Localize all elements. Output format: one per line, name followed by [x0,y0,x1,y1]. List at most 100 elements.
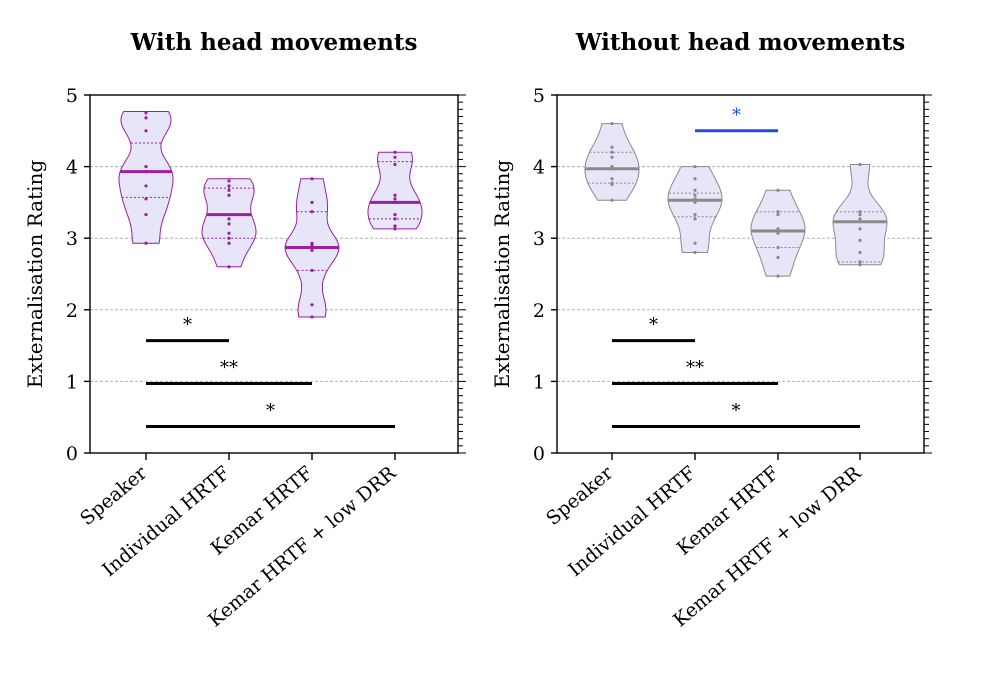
data-point [393,155,397,159]
y-tick-label: 2 [66,300,78,322]
data-point [776,274,780,278]
data-point [858,212,862,217]
y-tick-label: 0 [533,443,545,465]
data-point [610,167,614,171]
data-point [227,184,231,188]
data-point [144,116,148,120]
data-point [610,198,614,202]
data-point [610,177,614,181]
y-tick-label: 3 [66,228,78,250]
data-point [693,193,697,197]
violin-speaker [584,122,640,202]
y-tick-label: 4 [533,157,545,179]
y-axis-label: Externalisation Rating [490,160,514,389]
data-point [144,170,148,174]
significance-label: * [649,315,658,336]
data-point [776,210,780,214]
data-point [393,197,397,201]
data-point [776,188,780,192]
chart-title: Without head movements [575,29,906,56]
data-point [610,182,614,187]
data-point [610,122,614,126]
data-point [693,200,697,204]
y-tick-label: 2 [533,300,545,322]
violin-body [667,166,723,253]
data-point [776,231,780,235]
significance-label: ** [220,358,238,379]
violin-kemar-hrtf-low-drr [832,162,888,267]
significance-label: ** [686,358,704,379]
data-point [393,162,397,167]
data-point [310,268,314,273]
data-point [610,145,614,149]
data-point [610,150,614,154]
violin-kemar-hrtf-low-drr [367,150,423,231]
data-point [776,212,780,217]
data-point [776,245,780,250]
y-tick-label: 1 [533,371,545,393]
data-point [693,212,697,217]
data-point [693,197,697,201]
data-point [144,241,148,245]
y-tick-label: 5 [533,85,545,107]
data-point [144,111,148,115]
data-point [858,227,862,231]
violin-individual-hrtf [201,178,257,269]
data-point [227,179,231,183]
violin-body [584,123,640,201]
data-point [393,193,397,197]
data-point [610,155,614,159]
y-axis-label: Externalisation Rating [23,160,47,389]
data-point [858,250,862,255]
violin-body [367,151,423,230]
x-tick-label-speaker: Speaker [76,461,152,530]
violin-kemar-hrtf [750,188,806,278]
chart-title: With head movements [130,29,418,56]
violin-individual-hrtf [667,165,723,255]
data-point [393,227,397,231]
data-point [693,250,697,255]
significance-label: * [732,105,741,126]
data-point [227,188,231,192]
data-point [310,245,314,250]
data-point [144,212,148,217]
data-point [393,150,397,154]
data-point [393,217,397,221]
data-point [858,217,862,221]
data-point [144,165,148,169]
data-point [144,184,148,188]
data-point [227,193,231,197]
data-point [227,217,231,221]
data-point [858,263,862,267]
data-point [693,188,697,192]
data-point [227,222,231,226]
data-point [310,315,314,319]
data-point [693,241,697,245]
data-point [393,224,397,228]
data-point [393,200,397,204]
data-point [227,241,231,245]
y-tick-label: 5 [66,85,78,107]
data-point [227,236,231,240]
violin-speaker [118,111,174,245]
y-tick-label: 4 [66,157,78,179]
data-point [858,260,862,264]
x-tick-label-speaker: Speaker [542,461,618,530]
violin-kemar-hrtf [284,177,340,319]
significance-label: * [266,401,275,422]
y-tick-label: 3 [533,228,545,250]
data-point [858,210,862,214]
y-tick-label: 1 [66,371,78,393]
y-tick-label: 0 [66,443,78,465]
data-point [144,129,148,133]
significance-label: * [732,401,741,422]
data-point [310,248,314,252]
data-point [693,177,697,181]
data-point [310,210,314,214]
data-point [693,217,697,221]
data-point [858,162,862,167]
data-point [144,197,148,201]
